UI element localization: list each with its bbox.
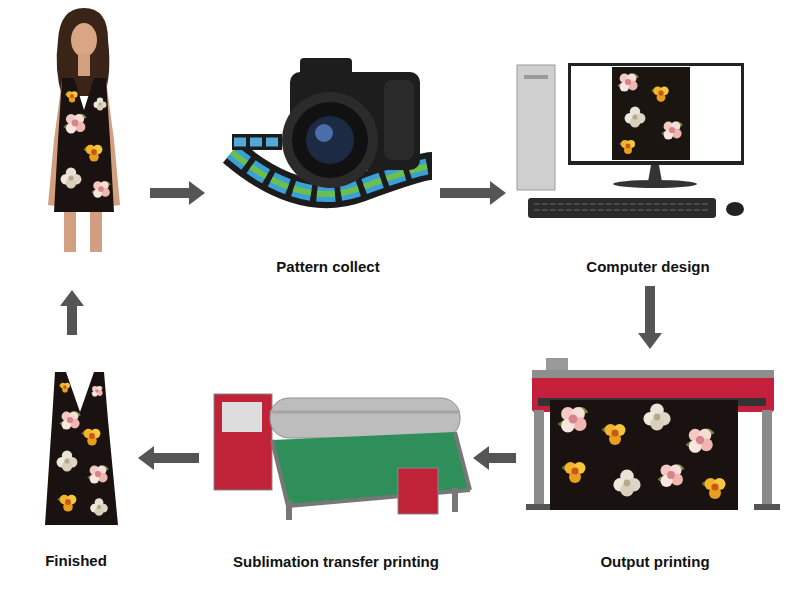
stage-label: Pattern collect [274, 258, 381, 276]
flower [91, 386, 104, 397]
flower [57, 495, 76, 512]
printer-leg [762, 410, 772, 506]
flower [81, 429, 100, 446]
mouse [726, 202, 744, 216]
flower [558, 407, 589, 433]
keyboard [528, 198, 716, 218]
neck [78, 54, 90, 76]
finished-dress [45, 372, 118, 525]
flower [651, 86, 669, 101]
printer-foot [526, 504, 552, 510]
flower [562, 462, 586, 483]
monitor [568, 63, 744, 165]
model-figure [48, 8, 120, 252]
monitor-stand [648, 165, 662, 182]
flower [602, 424, 626, 445]
flow-arrow [60, 290, 84, 335]
printer-leg [534, 410, 544, 506]
flower [65, 91, 78, 102]
process-stage: Sublimation transfer printing [205, 365, 467, 575]
flower [619, 140, 635, 154]
machine-leg [286, 500, 292, 520]
lens-glint [315, 124, 333, 142]
printer-foot [754, 504, 780, 510]
stage-label: Computer design [584, 258, 711, 276]
dress [45, 372, 118, 525]
camera-lens [306, 116, 354, 164]
film-strip [232, 134, 282, 150]
floral-dress [54, 78, 114, 212]
flow-arrow [138, 446, 199, 470]
flower [63, 114, 86, 134]
process-stage: Finished [20, 362, 132, 574]
monitor-screen [571, 66, 741, 161]
flow-arrow [638, 286, 662, 349]
flow-arrow [440, 181, 506, 205]
screen-artwork [612, 67, 690, 160]
end-cabinet [398, 468, 438, 514]
film-frames [234, 138, 280, 147]
process-stage: Pattern collect [222, 40, 434, 280]
flower [59, 383, 70, 393]
conveyor-belt [272, 432, 470, 506]
process-stage: Output printing [522, 355, 788, 575]
printer-top [532, 370, 774, 378]
printer-illustration [526, 358, 780, 510]
drum-shade [270, 411, 460, 414]
flower [87, 465, 109, 483]
monitor-base [613, 180, 697, 188]
stage-label: Output printing [598, 553, 711, 571]
flower [57, 451, 78, 472]
leg [64, 208, 76, 252]
camera-lens [292, 102, 368, 178]
process-stage: Computer design [512, 55, 784, 280]
flower [91, 181, 111, 198]
computer-illustration [517, 63, 744, 218]
printed-fabric [550, 400, 738, 510]
stage-label: Sublimation transfer printing [231, 553, 441, 571]
flower [625, 107, 646, 128]
pc-tower [517, 65, 555, 190]
pc-slot [524, 75, 548, 79]
flower [90, 498, 108, 516]
flow-arrow [150, 181, 205, 205]
control-panel [222, 402, 262, 432]
flower [94, 98, 107, 111]
camera-grip [384, 80, 414, 160]
heat-press-illustration [214, 394, 470, 520]
machine-leg [452, 488, 458, 512]
flower [661, 121, 683, 139]
camera-lens [282, 92, 378, 188]
flower [643, 403, 670, 430]
flower [59, 411, 81, 429]
flow-arrow [473, 446, 516, 470]
flower [613, 469, 640, 496]
flower [61, 168, 82, 189]
leg [90, 208, 102, 252]
flower [658, 464, 685, 487]
stage-label: Finished [43, 552, 109, 570]
heating-drum [270, 398, 460, 438]
flower [617, 73, 639, 91]
face [71, 23, 97, 57]
flower [686, 429, 715, 453]
machine-frame [272, 432, 470, 506]
flower [702, 478, 726, 499]
control-cabinet [214, 394, 272, 490]
camera-illustration [232, 58, 432, 194]
flower [83, 145, 102, 162]
keyboard-keys [534, 204, 710, 210]
